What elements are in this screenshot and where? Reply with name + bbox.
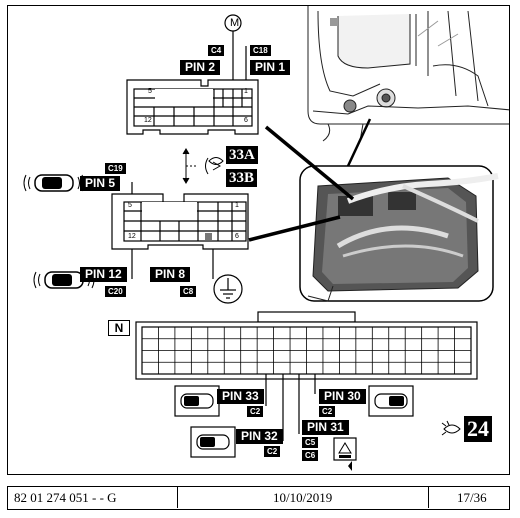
pin-code: C4 (208, 45, 225, 56)
module-photo (299, 165, 499, 302)
top-connector (126, 14, 259, 135)
view-label: 33A (226, 146, 258, 164)
cavity-number: 12 (144, 117, 152, 124)
doc-date: 10/10/2019 (273, 490, 333, 505)
car-icon-pin30 (368, 385, 414, 417)
pin-label: PIN 8 (150, 267, 191, 282)
view-arrows (182, 148, 222, 184)
cavity-number: 1 (244, 88, 248, 95)
pin-code: C8 (180, 286, 197, 297)
light-sensor-icon (333, 437, 357, 461)
ground-symbol (213, 274, 243, 304)
engine-bay-illustration (307, 6, 509, 142)
motor-symbol-label: M (230, 17, 240, 29)
flash-icon (340, 461, 352, 471)
pin-label: PIN 5 (80, 176, 121, 191)
view-label: 33B (226, 169, 258, 187)
cavity-number: 1 (235, 202, 239, 209)
view-eye-icon-small (208, 157, 224, 165)
pin-code: C19 (105, 163, 126, 174)
pin-code: C6 (302, 450, 319, 461)
diagram-frame: M C4 C18 PIN 2 PIN 1 5 1 12 6 33A 33B C1… (7, 5, 510, 475)
pin-label: PIN 33 (217, 389, 264, 404)
wiring-diagram (23, 6, 509, 471)
view-eye-icon (441, 420, 461, 436)
cavity-number: 12 (128, 233, 136, 240)
page-reference: 24 (464, 416, 492, 442)
left-connector (111, 182, 249, 279)
pin-label: PIN 30 (319, 389, 366, 404)
doc-number: 82 01 274 051 - - G (14, 490, 117, 505)
car-icons (23, 157, 461, 471)
pin-label: PIN 31 (302, 420, 349, 435)
cavity-number: 5 (148, 88, 152, 95)
connector-tag: N (108, 320, 130, 336)
pin-code: C18 (250, 45, 271, 56)
pin-code: C5 (302, 437, 319, 448)
pin-label: PIN 12 (80, 267, 127, 282)
cavity-number: 5 (128, 202, 132, 209)
footer: 82 01 274 051 - - G 10/10/2019 17/36 (7, 486, 510, 510)
pin-code: C2 (319, 406, 336, 417)
footer-divider (177, 487, 178, 508)
car-icon-pin5 (23, 174, 85, 192)
pin-label: PIN 32 (236, 429, 283, 444)
leader-lines (248, 118, 372, 242)
car-icon-pin33 (174, 385, 220, 417)
pin-label: PIN 1 (250, 60, 291, 75)
footer-divider (428, 487, 429, 508)
pin-label: PIN 2 (180, 60, 221, 75)
page-number: 17/36 (457, 490, 487, 505)
pin-code: C2 (264, 446, 281, 457)
cavity-number: 6 (244, 117, 248, 124)
cavity-number: 6 (235, 233, 239, 240)
bottom-pin-leaders (265, 374, 316, 441)
pin-code: C2 (247, 406, 264, 417)
car-icon-pin32 (190, 426, 236, 458)
bottom-connector-grid (142, 327, 471, 374)
pin-code: C20 (105, 286, 126, 297)
